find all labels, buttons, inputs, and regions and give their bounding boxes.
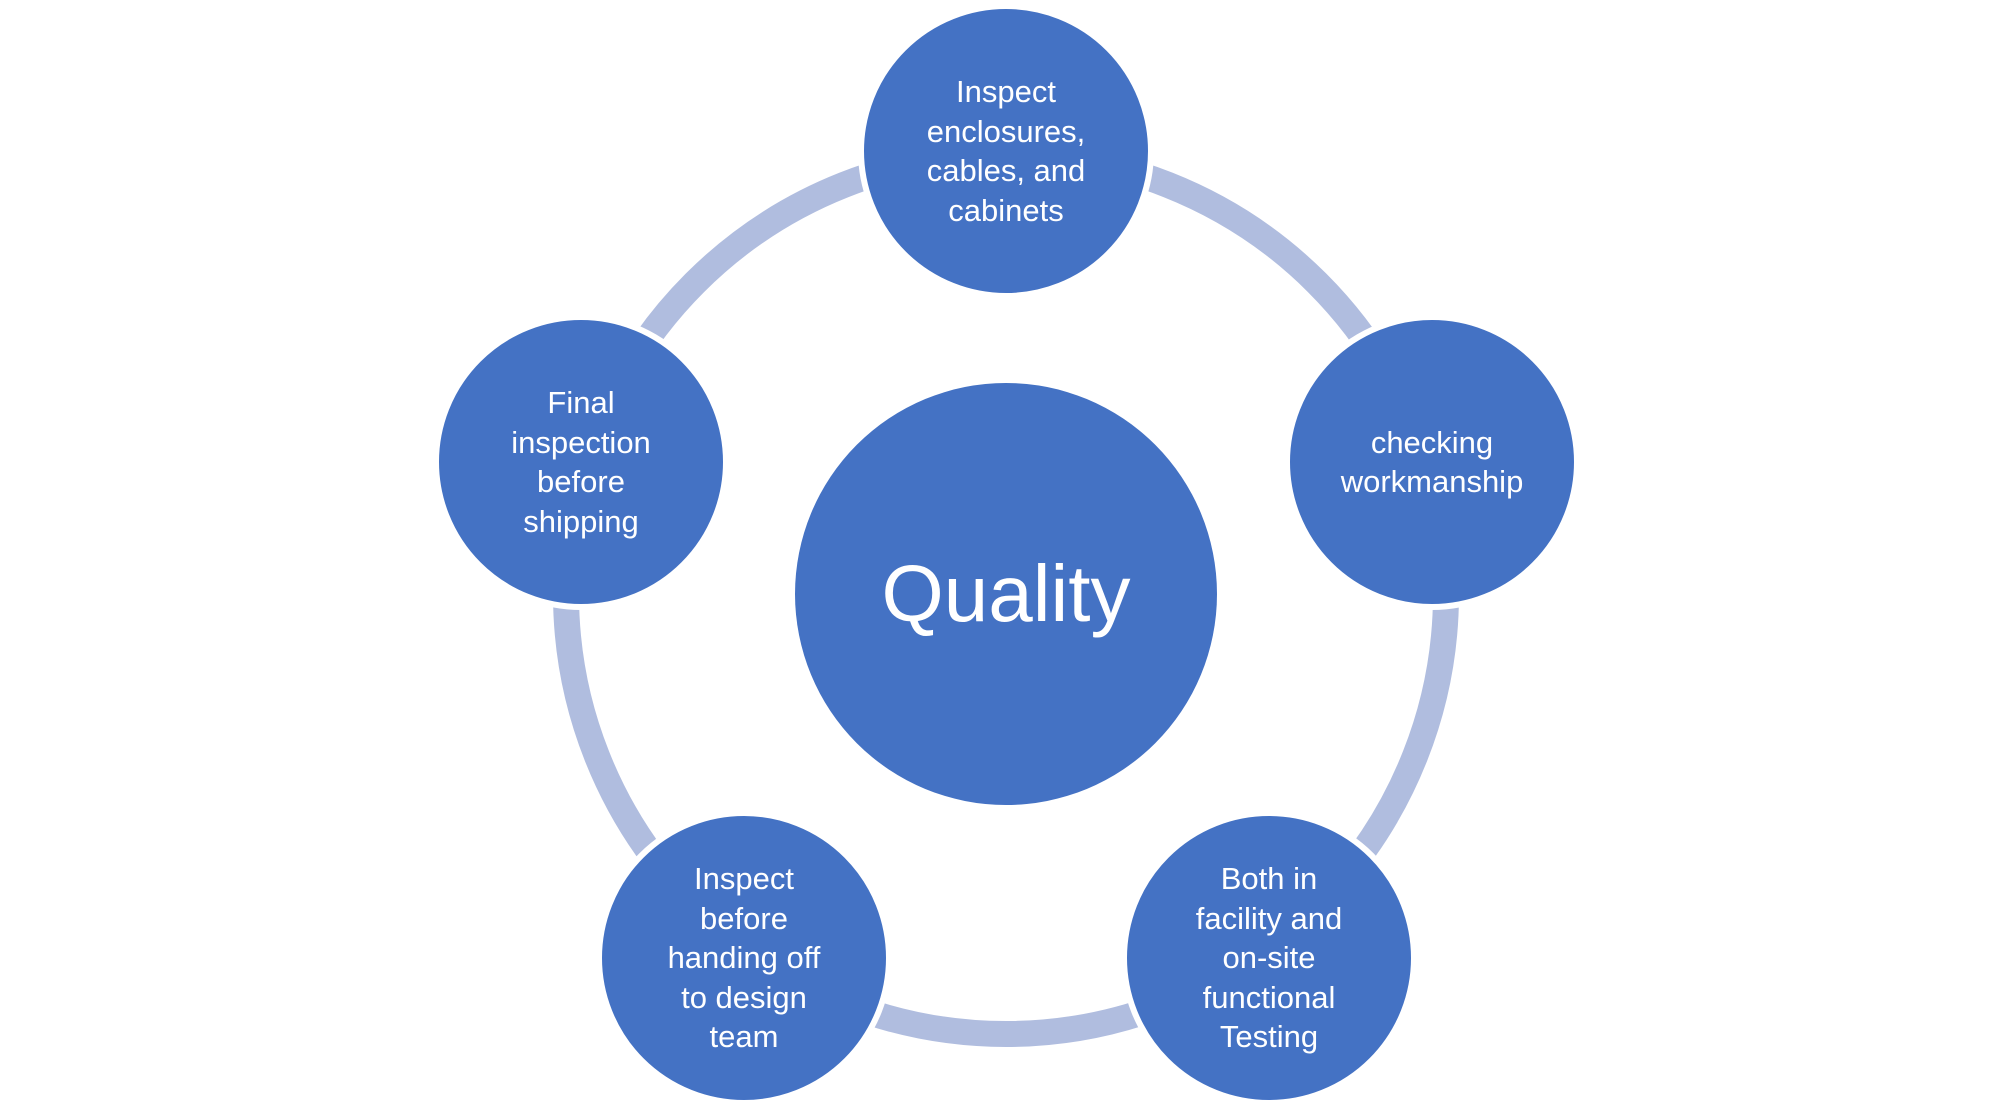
node-inspect-enclosures: Inspect enclosures, cables, and cabinets xyxy=(858,3,1154,299)
node-label: Inspect enclosures, cables, and cabinets xyxy=(926,74,1086,228)
node-label: checking workmanship xyxy=(1340,424,1524,500)
center-node-quality: Quality xyxy=(795,383,1217,805)
node-label: Both in facility and on-site functional … xyxy=(1195,861,1343,1055)
node-final-inspection: Final inspection before shipping xyxy=(433,314,729,610)
node-label: Inspect before handing off to design tea… xyxy=(667,861,821,1055)
node-functional-testing: Both in facility and on-site functional … xyxy=(1121,810,1417,1106)
node-inspect-before-handoff: Inspect before handing off to design tea… xyxy=(596,810,892,1106)
center-label: Quality xyxy=(881,549,1131,638)
node-label: Final inspection before shipping xyxy=(511,385,651,539)
node-checking-workmanship: checking workmanship xyxy=(1284,314,1580,610)
